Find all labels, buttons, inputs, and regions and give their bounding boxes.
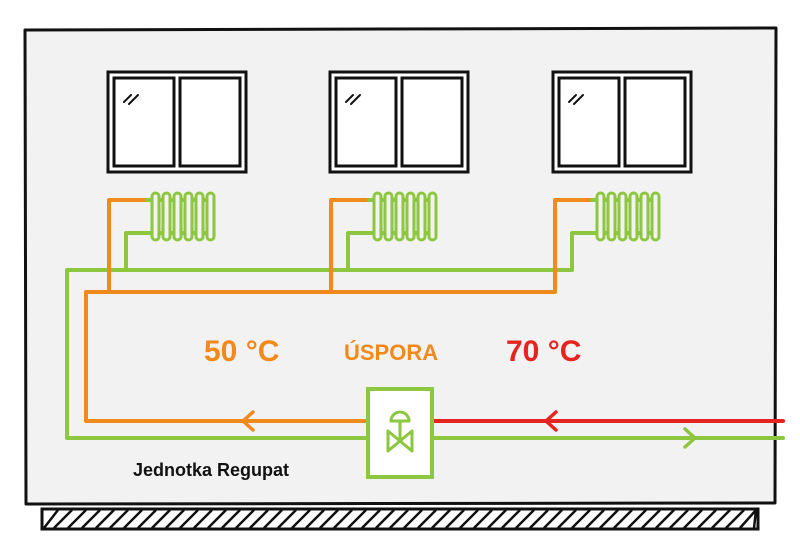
mixed-supply-pipe [84, 198, 594, 423]
window-icon [106, 70, 248, 174]
radiator-icon [590, 191, 661, 242]
temperature-low-label: 50 °C [204, 335, 279, 368]
flow-arrow-icon [544, 410, 558, 432]
radiator-icon [367, 191, 438, 242]
ground-hatch [40, 507, 760, 531]
savings-label: ÚSPORA [344, 340, 438, 365]
radiator-icon [145, 191, 216, 242]
flow-arrow-icon [241, 410, 255, 432]
temperature-high-label: 70 °C [506, 335, 581, 368]
window-icon [551, 70, 693, 174]
unit-name-label: Jednotka Regupat [133, 460, 289, 480]
window-icon [328, 70, 470, 174]
valve-icon [386, 410, 414, 453]
return-pipe [65, 231, 785, 440]
flow-arrow-icon [683, 427, 697, 449]
regupat-unit [366, 387, 434, 479]
